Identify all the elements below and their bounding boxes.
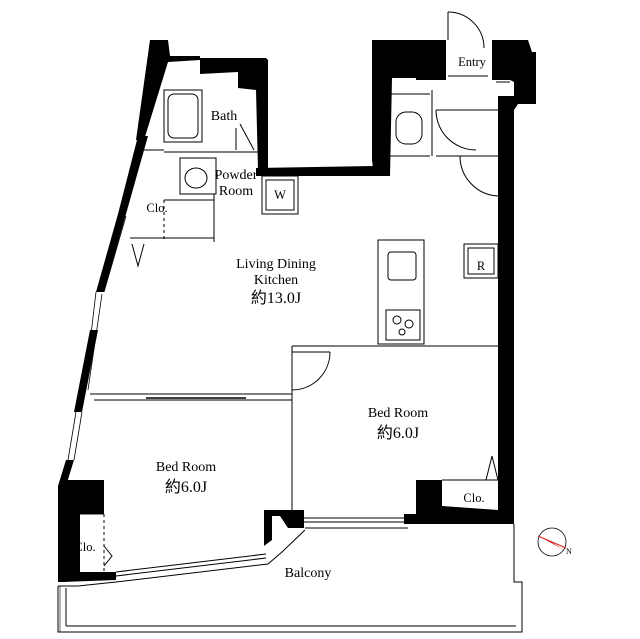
powder-room-label: Powder Room bbox=[214, 168, 258, 199]
north-compass-icon: N bbox=[537, 527, 572, 557]
balcony-label: Balcony bbox=[284, 566, 332, 581]
shoe-label: Shoe. bbox=[499, 66, 529, 80]
ldk-label: Living Dining Kitchen 約13.0J bbox=[236, 257, 316, 307]
washer-label: W bbox=[274, 188, 286, 202]
closet-lower-left-label: Clo. bbox=[74, 540, 96, 554]
exterior-walls bbox=[58, 40, 536, 582]
interior-walls bbox=[67, 11, 510, 577]
bedroom-right-label: Bed Room 約6.0J bbox=[367, 406, 429, 442]
balcony-area bbox=[57, 524, 523, 633]
bedroom-left-label: Bed Room 約6.0J bbox=[155, 460, 217, 496]
refrigerator-label: R bbox=[476, 259, 486, 273]
bath-label: Bath bbox=[210, 109, 238, 124]
closet-right-label: Clo. bbox=[463, 491, 485, 505]
entry-label: Entry bbox=[458, 55, 486, 69]
storage-label: Sto. bbox=[389, 61, 409, 75]
svg-text:N: N bbox=[566, 547, 572, 556]
closet-upper-label: Clo. bbox=[146, 201, 168, 215]
